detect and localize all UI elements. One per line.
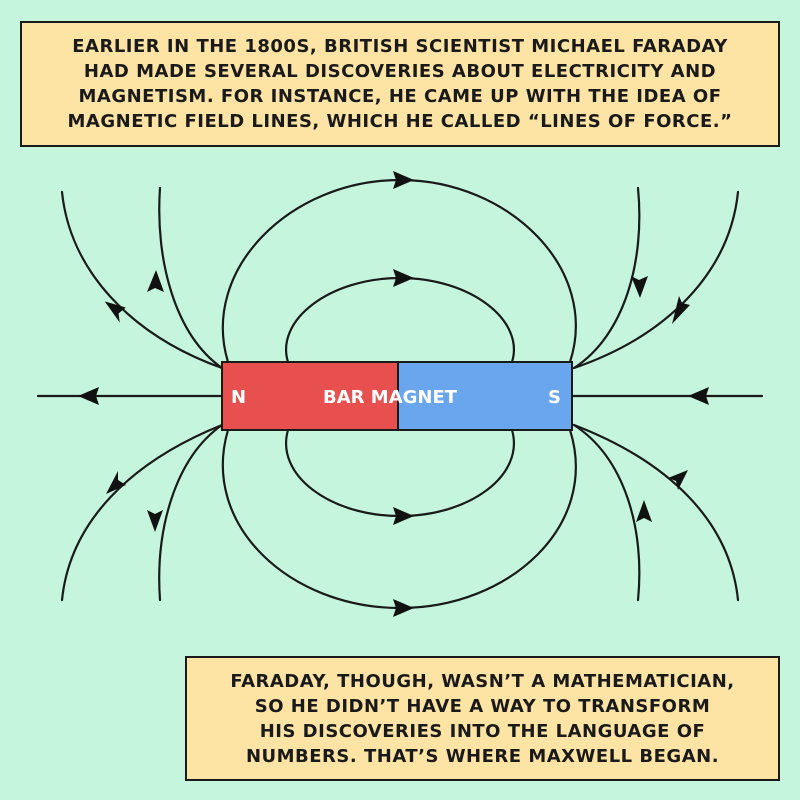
field-line-left-lower-inner — [158, 423, 224, 602]
caption-line: NUMBERS. THAT’S WHERE MAXWELL BEGAN. — [245, 745, 720, 767]
arrow-right-lower-inner — [636, 500, 652, 522]
caption-line: EARLIER IN THE 1800S, BRITISH SCIENTIST … — [72, 36, 728, 57]
magnet-title: BAR MAGNET — [323, 387, 458, 408]
caption-line: FARADAY, THOUGH, WASN’T A MATHEMATICIAN, — [230, 670, 735, 692]
caption-line: HAD MADE SEVERAL DISCOVERIES ABOUT ELECT… — [83, 61, 717, 82]
field-line-left-upper-outer — [60, 190, 224, 370]
arrow-outer-top — [393, 171, 414, 189]
arrow-left-axis — [78, 387, 99, 405]
arrow-right-upper-outer — [672, 296, 690, 324]
arrow-right-axis — [688, 387, 709, 405]
caption-top: EARLIER IN THE 1800S, BRITISH SCIENTIST … — [20, 21, 780, 147]
caption-bottom: FARADAY, THOUGH, WASN’T A MATHEMATICIAN,… — [185, 656, 780, 781]
caption-line: SO HE DIDN’T HAVE A WAY TO TRANSFORM — [254, 695, 711, 717]
field-line-outer-top — [221, 178, 577, 364]
arrow-inner-top — [393, 269, 414, 287]
arrow-left-upper-inner — [147, 270, 164, 292]
arrow-inner-bottom — [393, 507, 414, 525]
field-line-right-lower-inner — [572, 423, 641, 602]
field-line-left-upper-inner — [158, 186, 224, 370]
south-pole-label: S — [548, 387, 561, 408]
caption-line: MAGNETIC FIELD LINES, WHICH HE CALLED “L… — [67, 111, 733, 132]
field-line-inner-bottom — [285, 428, 515, 518]
caption-line: HIS DISCOVERIES INTO THE LANGUAGE OF — [259, 720, 706, 742]
arrow-left-upper-outer — [104, 301, 126, 323]
caption-line: MAGNETISM. FOR INSTANCE, HE CAME UP WITH… — [78, 86, 722, 107]
magnet-south-half — [397, 361, 573, 431]
arrow-outer-bottom — [393, 599, 414, 617]
magnet-north-half — [221, 361, 399, 431]
field-line-right-upper-outer — [572, 190, 740, 370]
field-line-left-lower-outer — [60, 423, 224, 602]
field-line-right-lower-outer — [572, 423, 740, 602]
field-line-inner-top — [285, 276, 515, 364]
arrow-left-lower-inner — [147, 510, 163, 532]
arrow-right-upper-inner — [631, 276, 648, 298]
arrow-right-lower-outer — [668, 470, 688, 490]
field-line-right-upper-inner — [572, 186, 641, 370]
arrow-left-lower-outer — [106, 471, 126, 494]
north-pole-label: N — [231, 387, 246, 408]
